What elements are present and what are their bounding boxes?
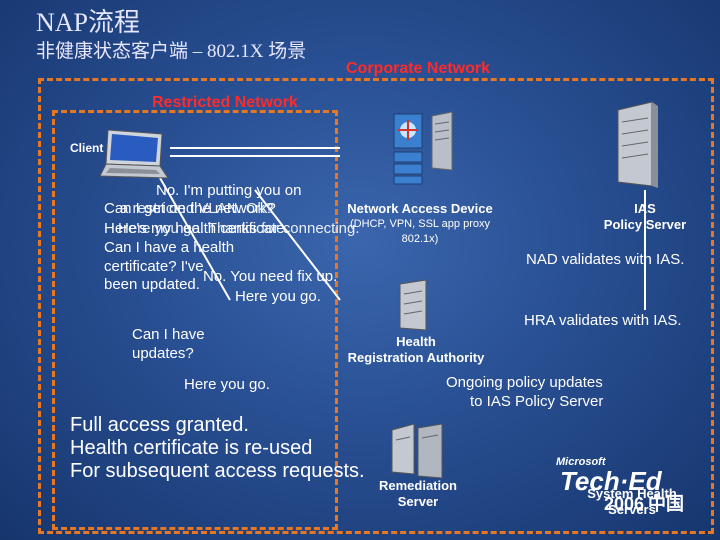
logo-brand: Microsoft [556, 456, 606, 468]
message-request-certificate-3: been updated. [104, 276, 200, 293]
shs-label-1: System Health [587, 486, 677, 501]
message-request-certificate-1: Can I have a health [104, 239, 235, 256]
corporate-network-label: Corporate Network [346, 60, 491, 77]
page-title: NAP流程 [36, 8, 141, 37]
logo-year: 2006 [604, 494, 645, 514]
nad-detail-2: 802.1x) [401, 233, 439, 245]
logo-country: 中国 [648, 494, 685, 514]
corporate-network-zone [38, 78, 714, 534]
nad-label: Network Access Device [347, 201, 493, 216]
remediation-server-icon [391, 423, 443, 479]
message-updates-2: updates? [132, 345, 194, 362]
logo-event: Tech·Ed [560, 466, 662, 496]
message-updates-1: Can I have [132, 326, 205, 343]
summary-line-1: Full access granted. [70, 414, 249, 436]
summary-line-2: Health certificate is re-used [70, 437, 313, 459]
laptop-icon [100, 129, 169, 179]
restricted-network-zone [52, 110, 338, 530]
remediation-label-2: Server [397, 494, 439, 509]
message-thanks-connecting: Here you go. Thanks for connecting. [118, 220, 360, 237]
hra-label-2: Registration Authority [347, 350, 485, 365]
message-restricted-vlan: No. I'm putting you on [156, 182, 302, 199]
message-need-fix-up: No. You need fix up. [203, 268, 338, 285]
hra-label-1: Health [396, 334, 436, 349]
remediation-label-1: Remediation [378, 478, 457, 493]
message-here-you-go-2: Here you go. [184, 376, 270, 393]
message-health-certificate: Here's my health certificate. [104, 220, 289, 237]
message-get-on-network: Can I get on the network? [104, 200, 276, 217]
nad-server-icon [431, 111, 453, 171]
hra-server-icon [399, 279, 427, 331]
restricted-network-label: Restricted Network [152, 94, 298, 111]
nad-detail-1: (DHCP, VPN, SSL app proxy [349, 218, 490, 230]
message-restricted-vlan-ok: a restricted VLAN. Ok? [120, 200, 274, 217]
message-policy-updates-1: Ongoing policy updates [446, 374, 603, 391]
ias-server-icon [617, 101, 658, 188]
message-policy-updates-2: to IAS Policy Server [470, 393, 604, 410]
message-request-certificate-2: certificate? I've [104, 258, 204, 275]
summary-line-3: For subsequent access requests. [70, 460, 365, 482]
client-hra-line [159, 177, 231, 301]
client-label: Client [70, 141, 104, 155]
message-hra-validates: HRA validates with IAS. [524, 312, 682, 329]
page-subtitle: 非健康状态客户端 – 802.1X 场景 [36, 41, 307, 62]
ias-label-1: IAS [634, 201, 656, 216]
client-remediation-line [254, 189, 341, 301]
ias-label-2: Policy Server [603, 217, 687, 232]
shs-label-2: Servers [608, 502, 656, 517]
network-switch-icon [393, 113, 423, 185]
message-nad-validates: NAD validates with IAS. [526, 251, 685, 268]
message-here-you-go-1: Here you go. [235, 288, 321, 305]
